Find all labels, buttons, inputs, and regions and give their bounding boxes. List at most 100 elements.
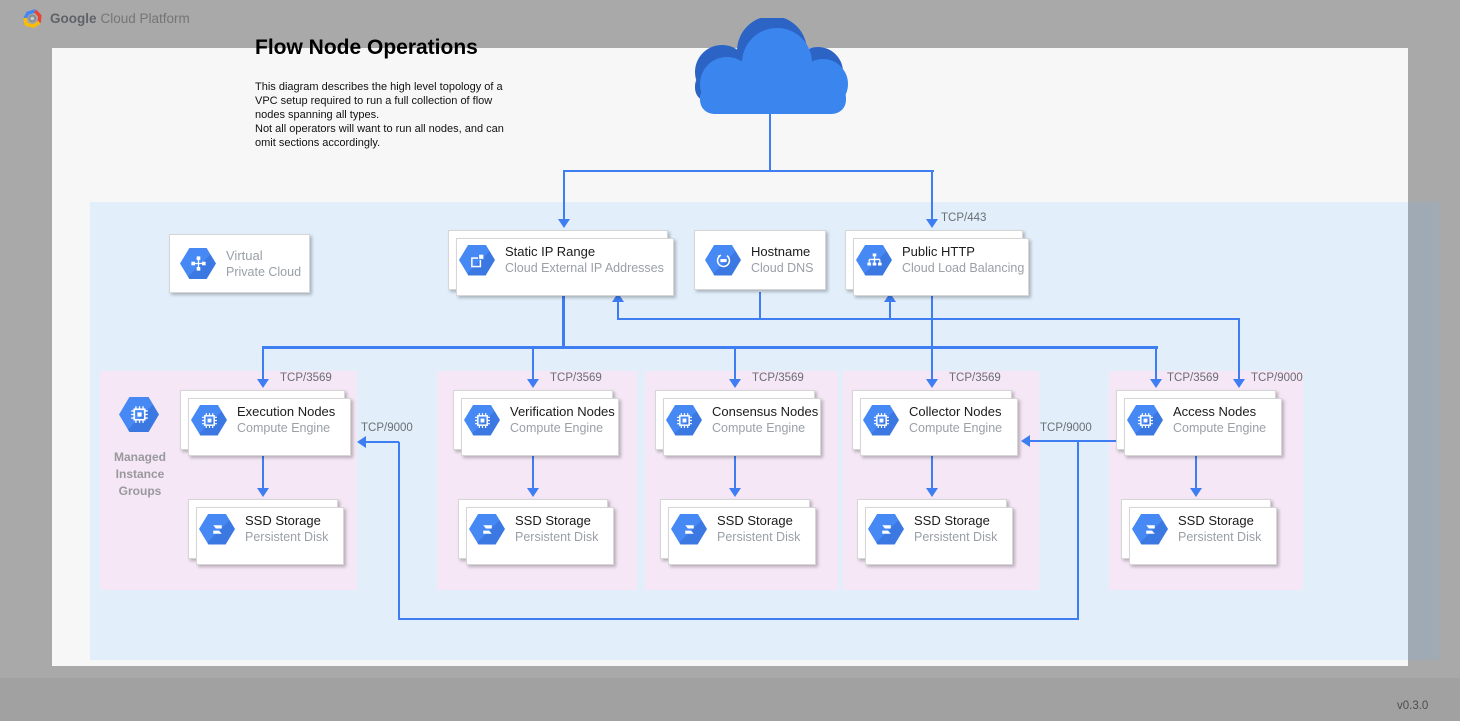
card-subtitle: Persistent Disk (1178, 530, 1262, 544)
arrowhead (1190, 488, 1202, 497)
card-subtitle: Cloud Load Balancing (902, 261, 1025, 275)
persistent-disk-icon (868, 513, 904, 545)
connector (563, 170, 565, 219)
connector (1195, 452, 1197, 488)
connector (931, 170, 933, 219)
connector (617, 301, 619, 318)
port-label-tcp443: TCP/443 (941, 212, 987, 224)
arrowhead (926, 219, 938, 228)
connector (617, 318, 1240, 320)
connector (1077, 440, 1079, 620)
card-title: SSD Storage (245, 513, 321, 528)
card-subtitle: Cloud DNS (751, 261, 814, 275)
connector (262, 346, 1158, 349)
port-label-tcp3569: TCP/3569 (752, 372, 804, 384)
card-title: Access Nodes (1173, 404, 1257, 419)
connector (734, 452, 736, 488)
card-title: Static IP Range (505, 244, 596, 259)
persistent-disk-icon (671, 513, 707, 545)
arrowhead (1233, 379, 1245, 388)
card-title: Public HTTP (902, 244, 975, 259)
card-title: SSD Storage (515, 513, 591, 528)
card-title: Hostname (751, 244, 811, 259)
connector (1030, 440, 1116, 442)
connector (931, 452, 933, 488)
arrowhead (729, 488, 741, 497)
connector (532, 452, 534, 488)
card-subtitle: Persistent Disk (245, 530, 329, 544)
load-balancing-icon (856, 244, 892, 276)
page-title: Flow Node Operations (255, 36, 478, 59)
card-subtitle: Compute Engine (237, 421, 331, 435)
persistent-disk-icon (199, 513, 235, 545)
connector (1238, 318, 1240, 380)
arrowhead (884, 293, 896, 302)
connector (564, 170, 934, 172)
persistent-disk-icon (1132, 513, 1168, 545)
connector (262, 346, 264, 380)
connector (759, 292, 761, 319)
vpc-region-overflow-strip (1408, 202, 1439, 660)
managed-instance-groups-label: Managed Instance Groups (113, 450, 166, 498)
card-subtitle: Persistent Disk (914, 530, 998, 544)
arrowhead (926, 379, 938, 388)
arrowhead (1150, 379, 1162, 388)
card-title: Virtual (226, 247, 263, 263)
card-title: Consensus Nodes (712, 404, 819, 419)
connector (532, 349, 534, 380)
compute-engine-icon (191, 404, 227, 436)
arrowhead (558, 219, 570, 228)
port-label-tcp9000: TCP/9000 (1040, 422, 1092, 434)
card-title: SSD Storage (717, 513, 793, 528)
diagram-description: This diagram describes the high level to… (255, 81, 504, 149)
card-title: Collector Nodes (909, 404, 1002, 419)
connector (1155, 346, 1157, 380)
port-label-tcp9000: TCP/9000 (1251, 372, 1303, 384)
card-subtitle: Compute Engine (510, 421, 604, 435)
card-title: Execution Nodes (237, 404, 336, 419)
external-ip-icon (459, 244, 495, 276)
cloud-dns-icon (705, 244, 741, 276)
version-label: v0.3.0 (1397, 700, 1429, 712)
card-subtitle: Cloud External IP Addresses (505, 261, 664, 275)
connector (889, 301, 891, 318)
vpc-icon (180, 248, 216, 279)
compute-engine-icon (1127, 404, 1163, 436)
arrowhead (357, 436, 366, 448)
connector (366, 441, 399, 443)
arrowhead (926, 488, 938, 497)
arrowhead (729, 379, 741, 388)
connector (931, 292, 933, 380)
arrowhead (257, 488, 269, 497)
card-subtitle: Compute Engine (909, 421, 1003, 435)
arrowhead (257, 379, 269, 388)
card-title: SSD Storage (914, 513, 990, 528)
connector (734, 349, 736, 380)
port-label-tcp3569: TCP/3569 (949, 372, 1001, 384)
bottom-band (0, 678, 1460, 721)
compute-engine-icon (464, 404, 500, 436)
connector (562, 292, 565, 347)
persistent-disk-icon (469, 513, 505, 545)
card-public-http: Public HTTP Cloud Load Balancing (845, 230, 1029, 296)
internet-cloud-icon (682, 18, 862, 114)
card-subtitle: Persistent Disk (515, 530, 599, 544)
card-subtitle: Private Cloud (226, 264, 302, 279)
card-subtitle: Compute Engine (1173, 421, 1267, 435)
compute-engine-icon (863, 404, 899, 436)
port-label-tcp3569: TCP/3569 (280, 372, 332, 384)
